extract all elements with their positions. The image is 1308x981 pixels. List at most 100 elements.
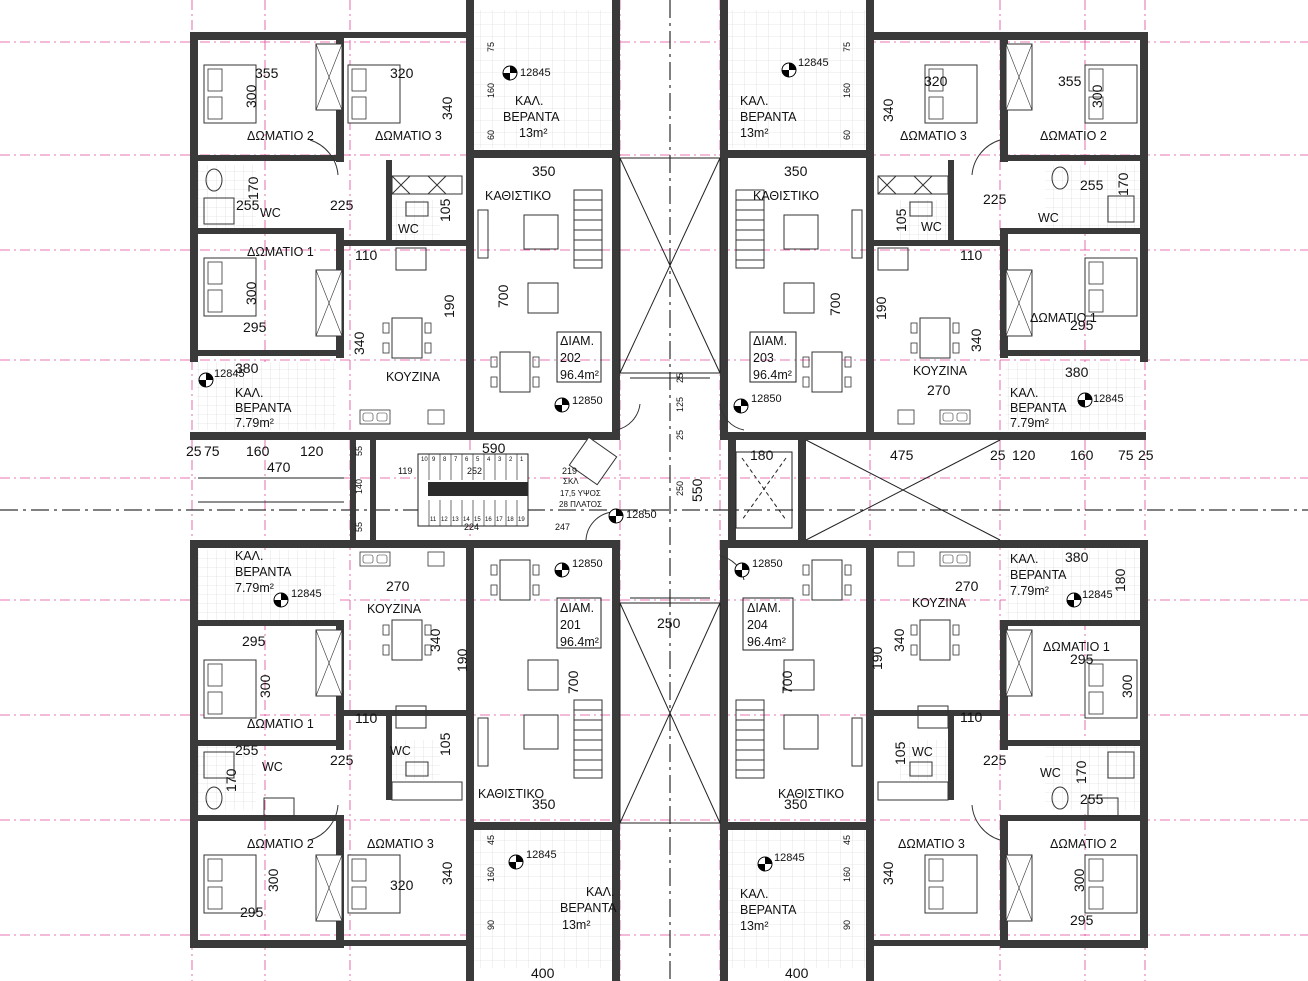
veranda-label: ΒΕΡΑΝΤΑ bbox=[235, 565, 292, 579]
svg-text:13: 13 bbox=[452, 517, 459, 523]
svg-text:14: 14 bbox=[463, 517, 470, 523]
living-room-label: ΚΑΘΙΣΤΙΚΟ bbox=[485, 189, 551, 203]
dimension: 355 bbox=[1058, 73, 1082, 89]
veranda-area-label: 7.79m² bbox=[235, 416, 274, 430]
dimension: 25 bbox=[675, 430, 685, 440]
dimension: 700 bbox=[495, 284, 511, 308]
veranda-label: ΒΕΡΑΝΤΑ bbox=[235, 401, 292, 415]
dimension: 590 bbox=[482, 440, 506, 456]
kitchen-label: ΚΟΥΖΙΝΑ bbox=[913, 364, 968, 378]
dimension: 25 bbox=[1138, 447, 1154, 463]
level-label: 12850 bbox=[752, 558, 783, 570]
veranda-label: ΚΑΛ. bbox=[235, 549, 264, 563]
dimension: 55 bbox=[354, 522, 364, 532]
dimension: 119 bbox=[398, 466, 412, 476]
dimension: 75 bbox=[204, 443, 220, 459]
veranda-label: ΒΕΡΑΝΤΑ bbox=[1010, 568, 1067, 582]
level-label: 12850 bbox=[572, 395, 603, 407]
bedroom-2-label: ΔΩΜΑΤΙΟ 2 bbox=[247, 837, 314, 851]
level-label: 12845 bbox=[214, 368, 245, 380]
dimension: 160 bbox=[486, 867, 496, 882]
dimension: 255 bbox=[236, 197, 260, 213]
unit-number-label: 204 bbox=[747, 618, 768, 632]
unit-201: ΔΩΜΑΤΙΟ 1 ΔΩΜΑΤΙΟ 2 ΔΩΜΑΤΙΟ 3 ΚΑΘΙΣΤΙΚΟ … bbox=[223, 549, 617, 981]
unit-number-label: ΔΙΑΜ. bbox=[560, 334, 594, 348]
veranda-label: ΚΑΛ. bbox=[740, 94, 769, 108]
unit-area-label: 96.4m² bbox=[560, 635, 599, 649]
unit-number-label: ΔΙΑΜ. bbox=[747, 601, 781, 615]
dimension: 270 bbox=[386, 578, 410, 594]
bedroom-3-label: ΔΩΜΑΤΙΟ 3 bbox=[900, 129, 967, 143]
dimension: 295 bbox=[1070, 317, 1094, 333]
veranda-area-label: 7.79m² bbox=[1010, 584, 1049, 598]
dimension: 300 bbox=[1071, 868, 1087, 892]
dimension: 170 bbox=[1115, 172, 1131, 196]
kitchen-label: ΚΟΥΖΙΝΑ bbox=[367, 602, 422, 616]
dimension: 340 bbox=[427, 628, 443, 652]
living-furniture bbox=[203, 139, 1135, 841]
dimension: 90 bbox=[486, 920, 496, 930]
level-label: 12845 bbox=[520, 67, 551, 79]
dimension: 190 bbox=[869, 646, 885, 670]
dimension: 320 bbox=[390, 65, 414, 81]
veranda-label: ΚΑΛ. bbox=[586, 885, 615, 899]
level-label: 12850 bbox=[626, 509, 657, 521]
dimension: 475 bbox=[890, 447, 914, 463]
wc-label: WC bbox=[1038, 211, 1059, 225]
dimension: 105 bbox=[893, 208, 909, 232]
bedroom-1-label: ΔΩΜΑΤΙΟ 1 bbox=[1043, 640, 1110, 654]
veranda-label: ΚΑΛ. bbox=[515, 94, 544, 108]
dimension: 400 bbox=[785, 965, 809, 981]
dimension: 219 bbox=[562, 466, 577, 476]
dimension: 105 bbox=[892, 741, 908, 765]
svg-text:16: 16 bbox=[485, 517, 492, 523]
veranda-label: ΒΕΡΑΝΤΑ bbox=[560, 901, 617, 915]
tiled-floors bbox=[196, 10, 1142, 968]
svg-text:17: 17 bbox=[496, 517, 503, 523]
bedroom-2-label: ΔΩΜΑΤΙΟ 2 bbox=[247, 129, 314, 143]
level-label: 12850 bbox=[572, 558, 603, 570]
dimension: 140 bbox=[354, 479, 364, 494]
dimension: 340 bbox=[968, 328, 984, 352]
dimension: 160 bbox=[486, 83, 496, 98]
dimension: 700 bbox=[827, 292, 843, 316]
dimension: 110 bbox=[960, 709, 983, 725]
level-label: 12845 bbox=[774, 852, 805, 864]
unit-number-label: 201 bbox=[560, 618, 581, 632]
dimension: 25 bbox=[186, 443, 202, 459]
dimension: 45 bbox=[486, 835, 496, 845]
unit-203: ΔΩΜΑΤΙΟ 3 ΔΩΜΑΤΙΟ 2 ΔΩΜΑΤΙΟ 1 ΚΑΘΙΣΤΙΚΟ … bbox=[740, 42, 1131, 430]
dimension: 110 bbox=[355, 710, 378, 726]
dimension: 225 bbox=[330, 752, 354, 768]
svg-text:3: 3 bbox=[498, 457, 502, 463]
dimension: 120 bbox=[1012, 447, 1036, 463]
bedroom-1-label: ΔΩΜΑΤΙΟ 1 bbox=[247, 717, 314, 731]
bedroom-2-label: ΔΩΜΑΤΙΟ 2 bbox=[1040, 129, 1107, 143]
bedroom-2-label: ΔΩΜΑΤΙΟ 2 bbox=[1050, 837, 1117, 851]
dimension: 225 bbox=[983, 752, 1007, 768]
dimension: 380 bbox=[1065, 364, 1089, 380]
dimension: 105 bbox=[437, 198, 453, 222]
dimension: 225 bbox=[330, 197, 354, 213]
dimension: 60 bbox=[842, 130, 852, 140]
stair-label: 28 ΠΛΑΤΟΣ bbox=[559, 500, 602, 509]
living-room-label: ΚΑΘΙΣΤΙΚΟ bbox=[753, 189, 819, 203]
veranda-area-label: 7.79m² bbox=[1010, 416, 1049, 430]
dimension: 170 bbox=[1073, 760, 1089, 784]
wc-label: WC bbox=[262, 760, 283, 774]
veranda-label: ΒΕΡΑΝΤΑ bbox=[740, 903, 797, 917]
dimension: 300 bbox=[243, 84, 259, 108]
dimension: 170 bbox=[223, 768, 239, 792]
svg-text:10: 10 bbox=[421, 457, 428, 463]
dimension: 190 bbox=[441, 294, 457, 318]
level-label: 12845 bbox=[1093, 393, 1124, 405]
core-labels: 25 75 160 120 470 475 25 120 160 75 25 5… bbox=[186, 373, 1154, 631]
svg-text:18: 18 bbox=[507, 517, 514, 523]
dimension: 180 bbox=[750, 447, 774, 463]
dimension: 300 bbox=[265, 868, 281, 892]
level-label: 12845 bbox=[526, 849, 557, 861]
bedroom-1-label: ΔΩΜΑΤΙΟ 1 bbox=[247, 245, 314, 259]
dimension: 247 bbox=[555, 522, 570, 532]
dimension: 25 bbox=[990, 447, 1006, 463]
dimension: 225 bbox=[983, 191, 1007, 207]
